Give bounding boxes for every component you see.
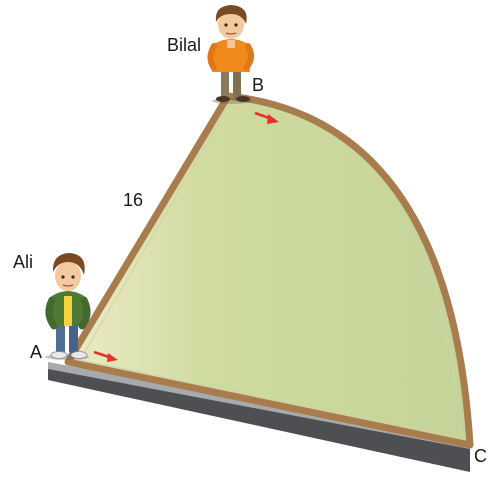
person-label-ali: Ali (13, 252, 33, 272)
base-edge (48, 365, 470, 472)
arrow-along-arc (254, 111, 279, 124)
base-edge-top (48, 362, 470, 449)
person-label-bilal: Bilal (167, 35, 201, 55)
point-label-a: A (30, 342, 42, 362)
bilal-figure (207, 5, 254, 104)
point-label-c: C (474, 446, 487, 466)
arrow-along-ac (93, 350, 118, 362)
point-label-b: B (252, 75, 264, 95)
side-length-label: 16 (123, 190, 143, 210)
ali-figure (45, 253, 91, 360)
sector-field (64, 92, 474, 449)
sector-inner-line (78, 105, 462, 439)
